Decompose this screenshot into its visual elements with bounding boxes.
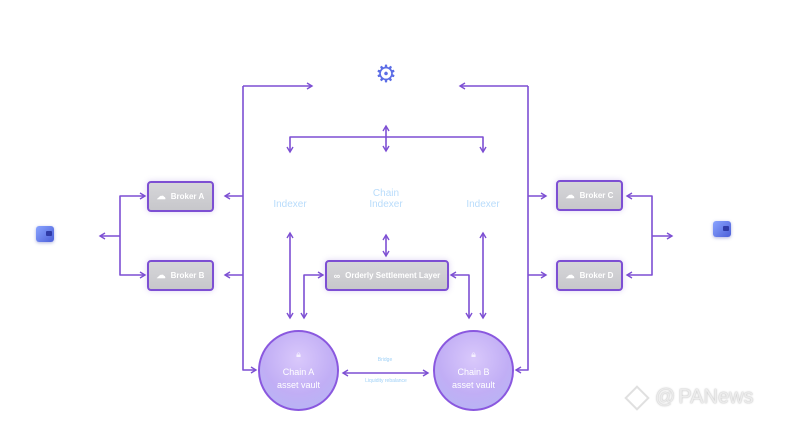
indexer-center: Chain Indexer (369, 188, 403, 210)
broker-icon: ☁ (156, 270, 166, 280)
wallet-icon (36, 226, 54, 242)
wallet-icon (713, 221, 731, 237)
watermark-text: PANews (678, 386, 754, 408)
logo-icon (624, 384, 650, 411)
broker-b-label: Broker B (170, 271, 205, 280)
broker-a-node: ☁ Broker A (147, 181, 214, 212)
watermark-at: @ (655, 386, 676, 408)
broker-c-node: ☁ Broker C (556, 180, 623, 211)
broker-d-node: ☁ Broker D (556, 260, 623, 291)
broker-icon: ☁ (156, 191, 166, 201)
broker-b-node: ☁ Broker B (147, 260, 214, 291)
chain-b-vault: 🔒︎ Chain B asset vault (433, 330, 514, 411)
indexer-left: Indexer (273, 199, 307, 210)
indexer-right: Indexer (466, 199, 500, 210)
broker-a-label: Broker A (170, 192, 205, 201)
broker-c-label: Broker C (579, 191, 614, 200)
cross-chain-label-bottom: Liquidity rebalance (365, 378, 407, 384)
broker-icon: ☁ (565, 190, 575, 200)
watermark: @ PANews (624, 384, 754, 411)
broker-d-label: Broker D (579, 271, 614, 280)
settlement-layer-label: Orderly Settlement Layer (345, 271, 441, 280)
lock-icon: 🔒︎ (296, 349, 301, 359)
gear-icon: ⚙ (375, 61, 397, 88)
cross-chain-label-top: Bridge (377, 357, 393, 363)
lock-icon: 🔒︎ (471, 349, 476, 359)
link-icon: ∞ (333, 270, 341, 281)
chain-a-vault: 🔒︎ Chain A asset vault (258, 330, 339, 411)
settlement-layer-node: ∞ Orderly Settlement Layer (325, 260, 449, 291)
broker-icon: ☁ (565, 270, 575, 280)
